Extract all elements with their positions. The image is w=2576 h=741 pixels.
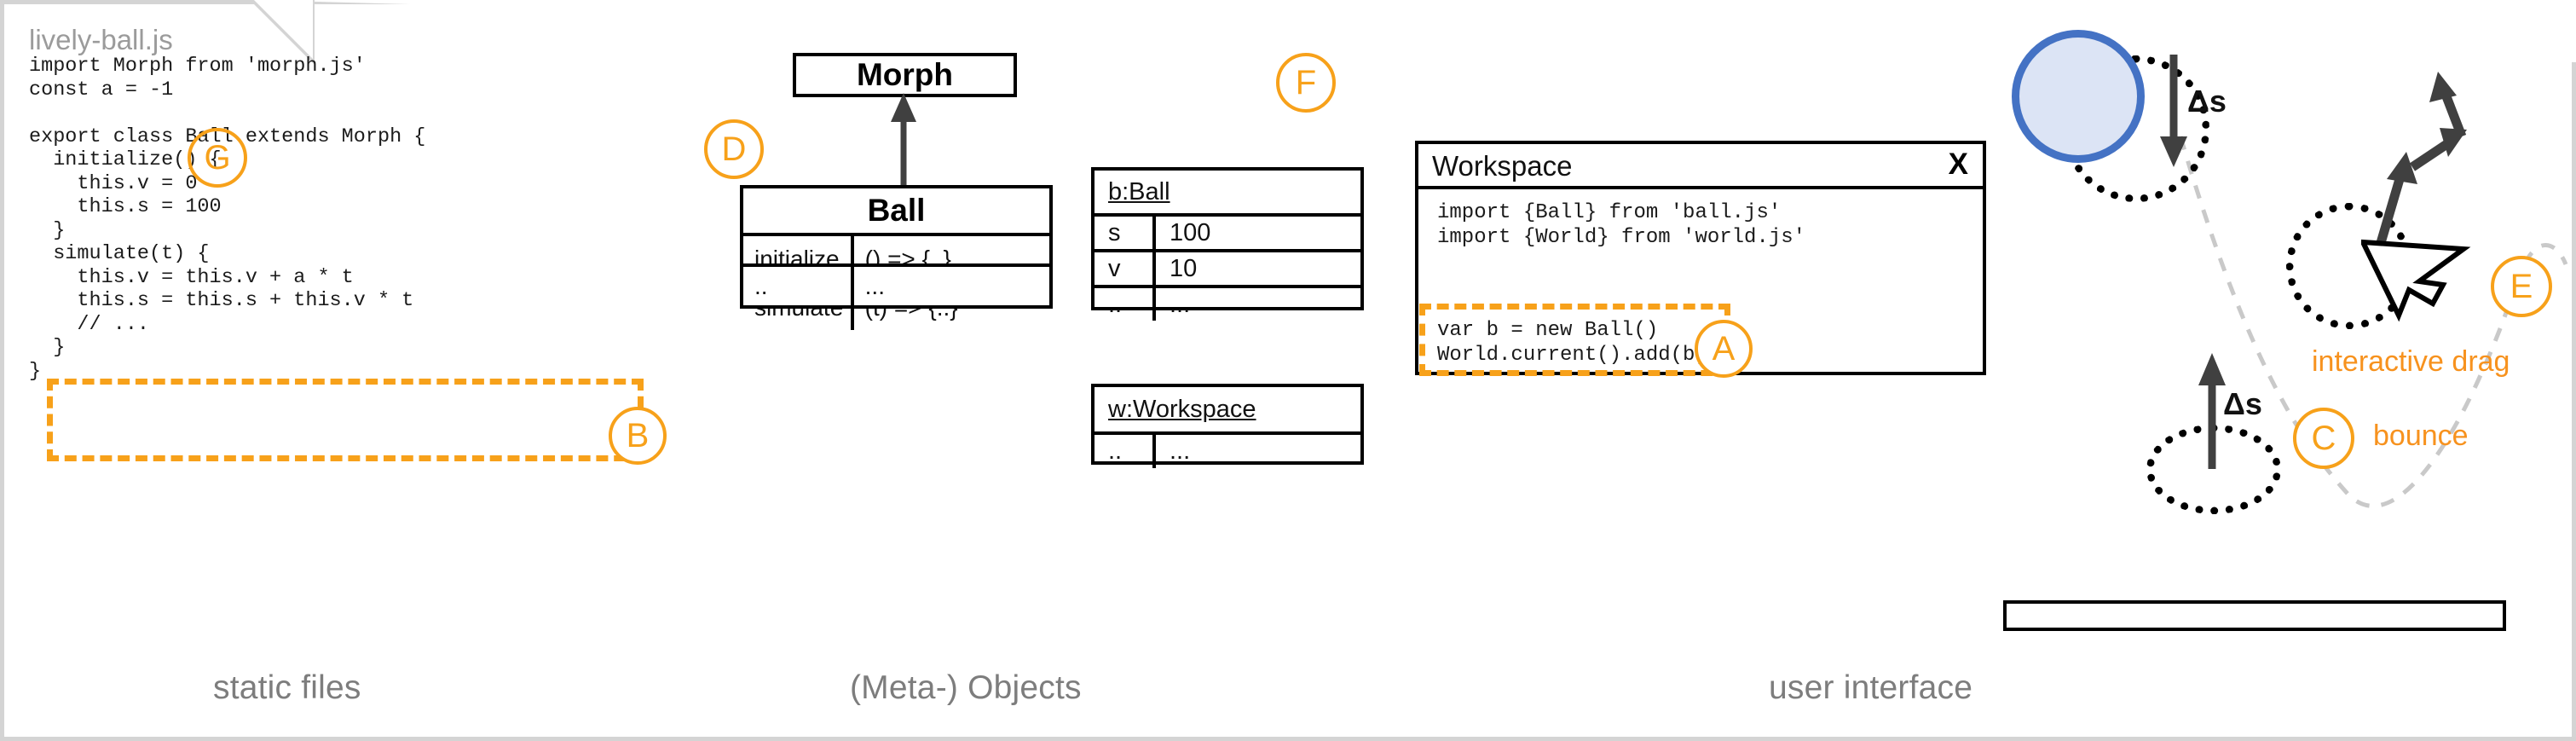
highlight-box-statements xyxy=(1419,304,1730,376)
object-cell-key: s xyxy=(1095,217,1156,249)
workspace-titlebar[interactable] xyxy=(1418,144,1983,189)
object-w-workspace-title: w:Workspace xyxy=(1095,387,1360,431)
file-card-fold-corner xyxy=(250,0,315,65)
object-cell-value: 10 xyxy=(1170,254,1198,282)
badge-a[interactable]: A xyxy=(1695,320,1753,378)
badge-b[interactable]: B xyxy=(609,407,667,465)
file-name-label: lively-ball.js xyxy=(29,24,173,55)
object-cell-value: ... xyxy=(1170,290,1191,318)
drag-gesture-arrows-icon xyxy=(2373,72,2467,253)
badge-c[interactable]: C xyxy=(2293,408,2354,469)
object-row: .. ... xyxy=(1095,285,1360,321)
ground-platform xyxy=(2003,600,2506,631)
object-w-workspace-title-text: w:Workspace xyxy=(1108,395,1256,423)
object-cell-value: 100 xyxy=(1170,218,1211,246)
object-cell-key: .. xyxy=(1095,435,1156,468)
badge-f[interactable]: F xyxy=(1276,53,1336,113)
caption-user-interface: user interface xyxy=(1769,669,1973,706)
badge-d[interactable]: D xyxy=(704,119,764,179)
object-b-ball: b:Ball s 100 v 10 .. ... xyxy=(1091,167,1364,321)
object-b-ball-title-text: b:Ball xyxy=(1108,177,1170,206)
object-row: s 100 xyxy=(1095,213,1360,249)
highlight-box-simulate xyxy=(47,379,644,461)
delta-s-down-arrow-icon xyxy=(2160,55,2187,167)
label-bounce: bounce xyxy=(2373,420,2469,452)
object-cell-key: v xyxy=(1095,252,1156,285)
caption-static-files: static files xyxy=(213,669,361,706)
delta-s-up-arrow-icon xyxy=(2198,353,2226,469)
uml-class-ball-overflow-row: .. ... xyxy=(740,263,1053,309)
object-cell-key: .. xyxy=(1095,288,1156,321)
object-b-ball-title: b:Ball xyxy=(1095,171,1360,213)
uml-class-morph-name: Morph xyxy=(856,57,954,92)
close-icon[interactable]: X xyxy=(1948,148,1968,181)
ui-simulation-stage: Δs Δs E interactive drag C bounce xyxy=(2003,9,2576,631)
label-interactive-drag: interactive drag xyxy=(2312,345,2510,378)
delta-s-bottom-label: Δs xyxy=(2223,386,2262,421)
badge-e[interactable]: E xyxy=(2491,256,2552,317)
uml-cell-value: ... xyxy=(864,272,885,299)
workspace-imports[interactable]: import {Ball} from 'ball.js' import {Wor… xyxy=(1437,201,1806,249)
file-source-code: import Morph from 'morph.js' const a = -… xyxy=(29,55,426,383)
inheritance-arrow-icon xyxy=(891,93,916,185)
object-row: v 10 xyxy=(1095,249,1360,285)
uml-row: .. ... xyxy=(743,267,1049,305)
caption-meta-objects: (Meta-) Objects xyxy=(850,669,1082,706)
workspace-title: Workspace xyxy=(1432,150,1573,182)
cursor-pointer-icon xyxy=(2361,239,2471,322)
delta-s-top-label: Δs xyxy=(2187,84,2227,119)
badge-g[interactable]: G xyxy=(188,128,247,188)
uml-cell-key: .. xyxy=(743,267,854,305)
object-w-workspace: w:Workspace .. ... xyxy=(1091,384,1364,468)
workspace-statements[interactable]: var b = new Ball() World.current().add(b… xyxy=(1437,319,1707,367)
object-cell-value: ... xyxy=(1170,437,1191,465)
ball-solid[interactable] xyxy=(2012,30,2145,163)
object-row: .. ... xyxy=(1095,431,1360,468)
uml-class-morph: Morph xyxy=(793,53,1017,97)
uml-class-ball-name: Ball xyxy=(867,193,926,228)
